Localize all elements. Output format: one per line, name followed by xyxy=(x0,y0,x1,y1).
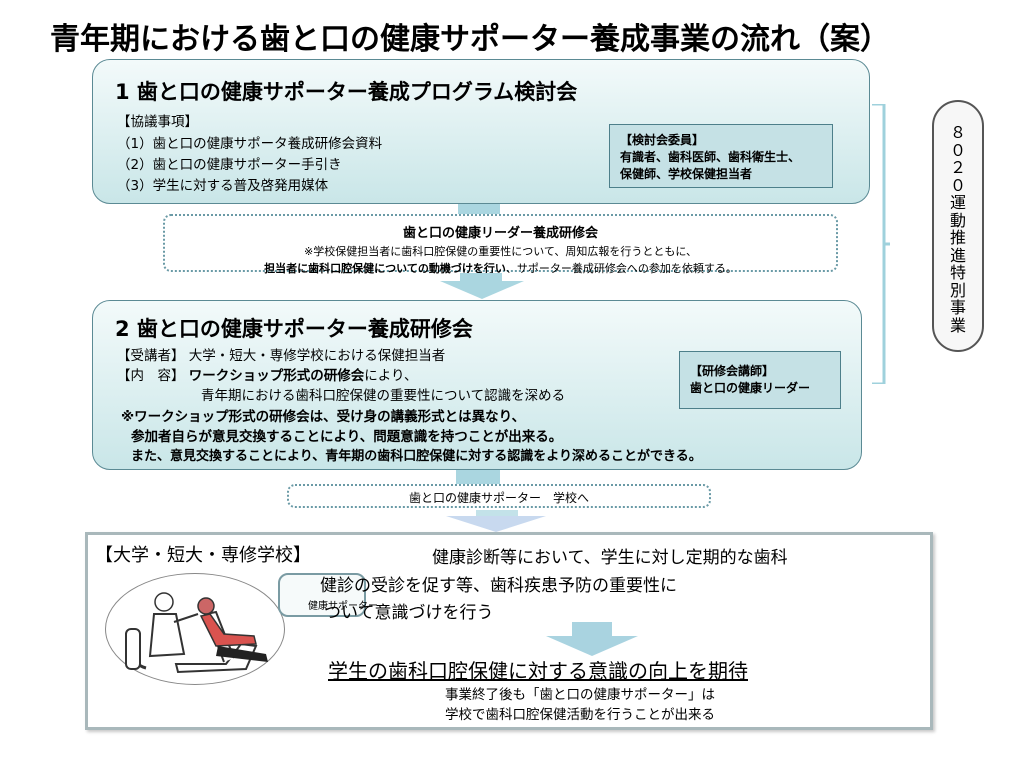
attendee-text: 大学・短大・専修学校における保健担当者 xyxy=(188,348,446,364)
attendee-label: 【受講者】 xyxy=(117,348,185,364)
dental-checkup-icon xyxy=(125,592,268,674)
side-label-char: 進 xyxy=(949,245,966,265)
side-label-char: 推 xyxy=(949,228,966,247)
school-text-line-3: ついて意識づけを行う xyxy=(324,603,494,623)
checkup-illustration xyxy=(105,573,285,685)
flow-arrow-2-head xyxy=(440,281,524,299)
committee-line-2: 保健師、学校保健担当者 xyxy=(620,167,753,181)
side-label-char: 別 xyxy=(949,280,966,300)
side-label-char: ０ xyxy=(949,140,966,160)
lecturer-box: 【研修会講師】 歯と口の健康リーダー xyxy=(679,351,841,409)
committee-line-1: 有識者、歯科医師、歯科衛生士、 xyxy=(620,150,801,164)
supporter-training-panel: 2 歯と口の健康サポーター養成研修会 【受講者】 大学・短大・専修学校における保… xyxy=(92,300,862,470)
lecturer-text: 歯と口の健康リーダー xyxy=(690,381,811,395)
side-label-char: 業 xyxy=(949,315,966,335)
supporter-training-heading: 2 歯と口の健康サポーター養成研修会 xyxy=(115,317,473,341)
leader-training-box: 歯と口の健康リーダー養成研修会 ※学校保健担当者に歯科口腔保健の重要性について、… xyxy=(163,214,838,275)
leader-training-line-2-rest: 、サポーター養成研修会への参加を依頼する。 xyxy=(505,262,737,275)
review-committee-heading: 1 歯と口の健康サポーター養成プログラム検討会 xyxy=(115,80,578,104)
side-label-char: 事 xyxy=(949,298,966,317)
school-label: 【大学・短大・専修学校】 xyxy=(95,545,311,566)
leader-training-line-2: 担当者に歯科口腔保健についての動機づけを行い、サポーター養成研修会への参加を依頼… xyxy=(165,260,836,276)
health-supporter-text: 健康サポーター xyxy=(308,601,378,612)
note-line-2: 参加者自らが意見交換することにより、問題意識を持つことが出来る。 xyxy=(131,429,563,445)
school-text-line-1: 健康診断等において、学生に対し定期的な歯科 xyxy=(432,548,788,568)
expected-outcome: 学生の歯科口腔保健に対する意識の向上を期待 xyxy=(328,659,748,683)
content-label: 【内 容】 xyxy=(117,368,185,384)
to-school-box: 歯と口の健康サポーター 学校へ xyxy=(287,484,711,508)
side-label-char: 運 xyxy=(949,193,966,212)
agenda-item-2: （2）歯と口の健康サポーター手引き xyxy=(117,157,342,173)
side-label-char: ２ xyxy=(949,158,966,177)
lecturer-label: 【研修会講師】 xyxy=(690,364,775,378)
leader-training-title: 歯と口の健康リーダー養成研修会 xyxy=(402,226,598,241)
flow-arrow-2-stem xyxy=(460,273,502,281)
note-line-1: ※ワークショップ形式の研修会は、受け身の講義形式とは異なり、 xyxy=(121,409,526,425)
committee-members-box: 【検討会委員】 有識者、歯科医師、歯科衛生士、 保健師、学校保健担当者 xyxy=(609,124,833,188)
page-title: 青年期における歯と口の健康サポーター養成事業の流れ（案） xyxy=(50,22,890,57)
side-bracket xyxy=(872,104,890,384)
after-project-line-2: 学校で歯科口腔保健活動を行うことが出来る xyxy=(445,707,715,723)
after-project-line-1: 事業終了後も「歯と口の健康サポーター」は xyxy=(445,687,715,703)
flow-arrow-5-stem xyxy=(572,622,612,636)
flow-arrow-1-stem xyxy=(458,204,500,216)
leader-training-line-1: ※学校保健担当者に歯科口腔保健の重要性について、周知広報を行うとともに、 xyxy=(303,245,697,258)
note-line-3: また、意見交換することにより、青年期の歯科口腔保健に対する認識をより深めることが… xyxy=(131,449,702,464)
content-row: 【内 容】 ワークショップ形式の研修会により、 xyxy=(117,364,418,384)
flow-arrow-4-head xyxy=(446,516,546,532)
flow-arrow-5-head xyxy=(546,636,638,656)
side-label-char: ８ xyxy=(949,123,966,142)
flow-arrow-4-stem xyxy=(476,510,518,516)
flow-arrow-3-stem xyxy=(456,470,500,484)
health-supporter-box: 健康サポーター xyxy=(278,573,378,617)
agenda-item-3: （3）学生に対する普及啓発用媒体 xyxy=(117,178,329,194)
agenda-label: 【協議事項】 xyxy=(117,114,198,130)
side-label-char: 動 xyxy=(949,210,966,230)
content-bold: ワークショップ形式の研修会 xyxy=(188,368,365,384)
agenda-item-1: （1）歯と口の健康サポータ養成研修会資料 xyxy=(117,136,383,152)
leader-training-line-2-bold: 担当者に歯科口腔保健についての動機づけを行い xyxy=(264,262,506,275)
content-line-2: 青年期における歯科口腔保健の重要性について認識を深める xyxy=(201,388,566,404)
side-label-char: ０ xyxy=(949,175,966,195)
side-label-char: 特 xyxy=(949,263,966,282)
school-text-line-2: 健診の受診を促す等、歯科疾患予防の重要性に xyxy=(320,576,677,596)
review-committee-panel: 1 歯と口の健康サポーター養成プログラム検討会 【協議事項】 （1）歯と口の健康… xyxy=(92,59,870,204)
content-rest: により、 xyxy=(364,368,418,384)
committee-label: 【検討会委員】 xyxy=(620,133,705,147)
attendee-row: 【受講者】 大学・短大・専修学校における保健担当者 xyxy=(117,344,445,364)
to-school-text: 歯と口の健康サポーター 学校へ xyxy=(408,491,589,505)
